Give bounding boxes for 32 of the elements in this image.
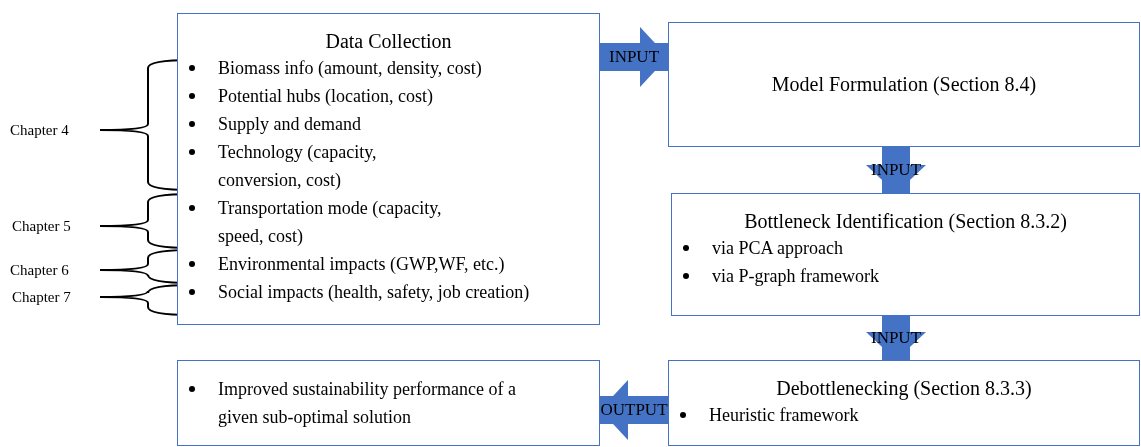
process-box [177, 13, 600, 325]
process-box [668, 22, 1140, 147]
process-box [671, 193, 1140, 316]
edge-label: OUTPUT [600, 400, 668, 420]
bullet-item: Potential hubs (location, cost) [218, 85, 434, 108]
chapter-label: Chapter 4 [10, 121, 69, 139]
bullet-item: Heuristic framework [709, 404, 860, 427]
bullet-item: Technology (capacity, conversion, cost) [218, 141, 378, 192]
edge-label: INPUT [870, 160, 922, 180]
chapter-label: Chapter 5 [12, 217, 71, 235]
box-heading: Model Formulation (Section 8.4) [770, 72, 1038, 97]
block-arrow [600, 27, 668, 87]
bullet-item: via P-graph framework [712, 265, 880, 288]
edge-label: INPUT [870, 328, 922, 348]
bullet-item: Social impacts (health, safety, job creation) [218, 281, 531, 304]
process-box [668, 360, 1140, 446]
block-arrow [866, 316, 926, 360]
bullet-item: Biomass info (amount, density, cost) [218, 57, 483, 80]
bullet-item: via PCA approach [712, 237, 844, 260]
process-box [177, 360, 600, 446]
bullet-item: Transportation mode (capacity, speed, cost) [218, 197, 443, 248]
box-heading: Data Collection [324, 29, 453, 54]
block-arrow [866, 147, 926, 193]
chapter-label: Chapter 7 [12, 288, 71, 306]
bullet-item: Improved sustainability performance of a given sub-optimal solution [218, 378, 517, 429]
block-arrow [600, 380, 668, 440]
edge-label: INPUT [608, 47, 660, 67]
bullet-item: Supply and demand [218, 113, 362, 136]
box-heading: Debottlenecking (Section 8.3.3) [775, 376, 1033, 401]
bullet-item: Environmental impacts (GWP,WF, etc.) [218, 253, 506, 276]
chapter-label: Chapter 6 [10, 261, 69, 279]
box-heading: Bottleneck Identification (Section 8.3.2) [743, 209, 1068, 234]
